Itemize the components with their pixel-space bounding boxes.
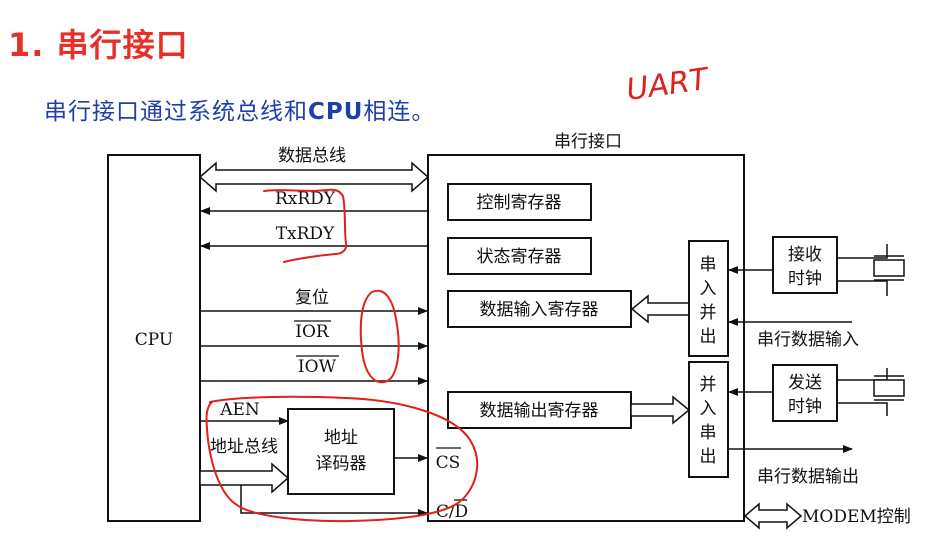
handwritten-uart-annotation: UART — [624, 62, 712, 108]
piso-char-1: 并 — [700, 375, 717, 395]
ior-label: IOR — [295, 322, 330, 342]
tx-clock-box — [772, 364, 838, 422]
rx-clock-label-line2: 时钟 — [788, 269, 822, 289]
txrdy-label: TxRDY — [276, 224, 335, 244]
piso-char-2: 入 — [700, 399, 717, 419]
piso-char-4: 出 — [700, 447, 717, 467]
reset-label: 复位 — [295, 288, 329, 308]
cd-label: C/D — [436, 502, 468, 522]
handwritten-red-marks — [205, 188, 479, 523]
sipo-char-1: 串 — [700, 255, 717, 275]
cpu-block — [107, 154, 201, 522]
subtitle-text: 串行接口通过系统总线和 — [44, 99, 308, 125]
sipo-converter-box — [688, 240, 729, 357]
slide-title: 1. 串行接口 — [8, 26, 189, 64]
modem-control-arrow — [743, 502, 803, 530]
data-bus-arrow — [198, 161, 430, 193]
aen-label: AEN — [219, 400, 260, 420]
address-bus-label: 地址总线 — [210, 437, 278, 457]
modem-control-label: MODEM控制 — [802, 507, 911, 527]
address-decoder-block — [287, 408, 395, 495]
tx-crystal-icon — [837, 368, 905, 416]
tx-clock-label-line1: 发送 — [788, 373, 822, 393]
subtitle: 串行接口通过系统总线和CPU相连。 — [44, 92, 435, 126]
cs-label: CS — [436, 453, 461, 473]
subtitle-end: 相连。 — [363, 99, 436, 125]
status-register-box — [447, 237, 592, 275]
data-out-register-label: 数据输出寄存器 — [480, 401, 599, 421]
control-register-label: 控制寄存器 — [477, 193, 562, 213]
decoder-label-line2: 译码器 — [316, 454, 367, 474]
serial-interface-label: 串行接口 — [554, 132, 622, 152]
address-bus-arrow — [199, 462, 290, 494]
piso-char-3: 串 — [700, 423, 717, 443]
serial-out-label: 串行数据输出 — [757, 467, 859, 487]
tx-clock-label-line2: 时钟 — [788, 397, 822, 417]
sipo-char-2: 入 — [700, 279, 717, 299]
cpu-label: CPU — [135, 330, 173, 350]
serial-in-label: 串行数据输入 — [757, 330, 859, 350]
sipo-char-3: 并 — [700, 303, 717, 323]
rx-clock-label-line1: 接收 — [788, 245, 822, 265]
control-register-box — [447, 183, 592, 221]
data-in-register-label: 数据输入寄存器 — [480, 300, 599, 320]
decoder-label-line1: 地址 — [324, 428, 358, 448]
cd-line — [240, 485, 428, 517]
subtitle-cpu: CPU — [308, 99, 364, 125]
status-register-label: 状态寄存器 — [477, 247, 562, 267]
rxrdy-label: RxRDY — [275, 189, 336, 209]
rx-crystal-icon — [837, 244, 905, 296]
data-out-register-box — [447, 391, 632, 429]
rx-clock-box — [772, 236, 838, 294]
iow-label: IOW — [298, 357, 337, 377]
sipo-char-4: 出 — [700, 327, 717, 347]
piso-converter-box — [688, 361, 729, 478]
data-bus-label: 数据总线 — [278, 146, 346, 166]
register-to-piso-arrow — [630, 395, 691, 425]
